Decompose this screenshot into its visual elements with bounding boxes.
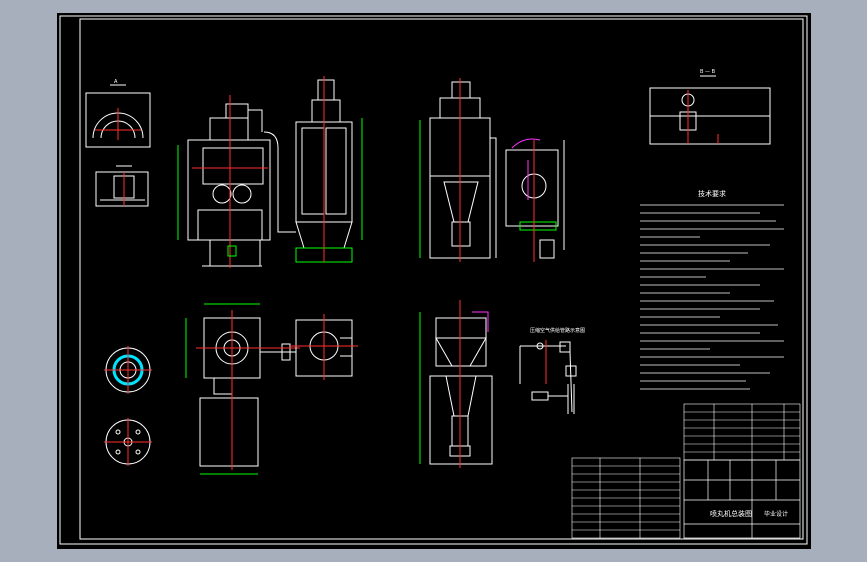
right-assembly (505, 138, 565, 262)
piping-title: 压缩空气供给管路示意图 (530, 327, 585, 334)
plan-view-collector (290, 314, 358, 380)
piping-diagram (519, 340, 577, 414)
pipe-flange-icon (104, 346, 152, 394)
detail-view-b (649, 75, 771, 145)
hopper-view (419, 300, 493, 468)
section-label: B — B (700, 69, 716, 75)
side-view-collector (263, 76, 363, 263)
notes-title: 技术要求 (698, 189, 726, 198)
title-block (683, 459, 801, 539)
top-view-icon (85, 84, 151, 148)
flange-plate-icon (104, 418, 152, 466)
inner-frame (79, 18, 804, 540)
outer-frame (59, 15, 808, 545)
center-elevation (419, 78, 497, 262)
parts-list (571, 403, 801, 539)
detail-bracket-icon (95, 165, 149, 207)
view-label-a: A (114, 79, 118, 85)
block-title: 喷丸机总装图 (710, 509, 752, 518)
technical-notes-lines (640, 204, 784, 390)
front-view-machine (177, 95, 271, 268)
sheet-background (57, 13, 811, 549)
block-subtitle: 毕业设计 (764, 510, 788, 518)
plan-view (185, 303, 300, 475)
